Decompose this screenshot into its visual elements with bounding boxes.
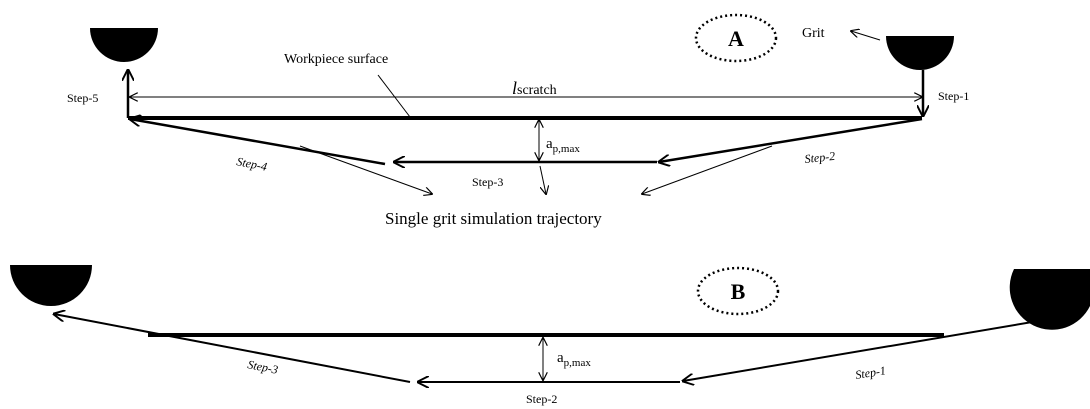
step-4-a-arrow [130, 119, 386, 166]
panel-b: B Step-1 Step-2 Step-3 ap,max [10, 265, 1090, 406]
workpiece-label: Workpiece surface [284, 52, 388, 67]
step-1-b-label: Step-1 [854, 363, 886, 382]
trajectory-pointer-right [642, 145, 773, 194]
step-1-b-arrow [683, 317, 1057, 381]
panel-a: A Grit Workpiece surface lscratch Step-1… [67, 13, 969, 228]
depth-a-label: ap,max [546, 136, 580, 155]
step-2-b-label: Step-2 [526, 392, 557, 406]
step-2-a-label: Step-2 [804, 149, 836, 166]
panel-a-badge [694, 13, 778, 63]
trajectory-pointer-left [299, 145, 432, 194]
grit-pointer [851, 31, 881, 41]
step-3-a-label: Step-3 [472, 175, 503, 189]
panel-b-badge [696, 266, 780, 316]
trajectory-label: Single grit simulation trajectory [385, 209, 602, 228]
step-3-b-label: Step-3 [246, 357, 279, 377]
grit-right-a [886, 36, 954, 70]
depth-b-label: ap,max [557, 350, 591, 369]
panel-b-label: B [731, 279, 746, 304]
grit-label: Grit [802, 26, 825, 41]
step-3-b-arrow [54, 314, 411, 383]
grit-left-b [10, 265, 92, 306]
grit-right-b [1009, 269, 1090, 330]
grit-left-a [90, 28, 158, 62]
step-5-a-label: Step-5 [67, 91, 98, 105]
step-1-a-label: Step-1 [938, 89, 969, 103]
scratch-length-label: lscratch [512, 78, 557, 98]
workpiece-pointer [377, 74, 411, 118]
step-4-a-label: Step-4 [235, 154, 268, 174]
step-2-a-arrow [659, 117, 923, 162]
trajectory-pointer-middle [539, 165, 546, 194]
panel-a-label: A [728, 26, 744, 51]
